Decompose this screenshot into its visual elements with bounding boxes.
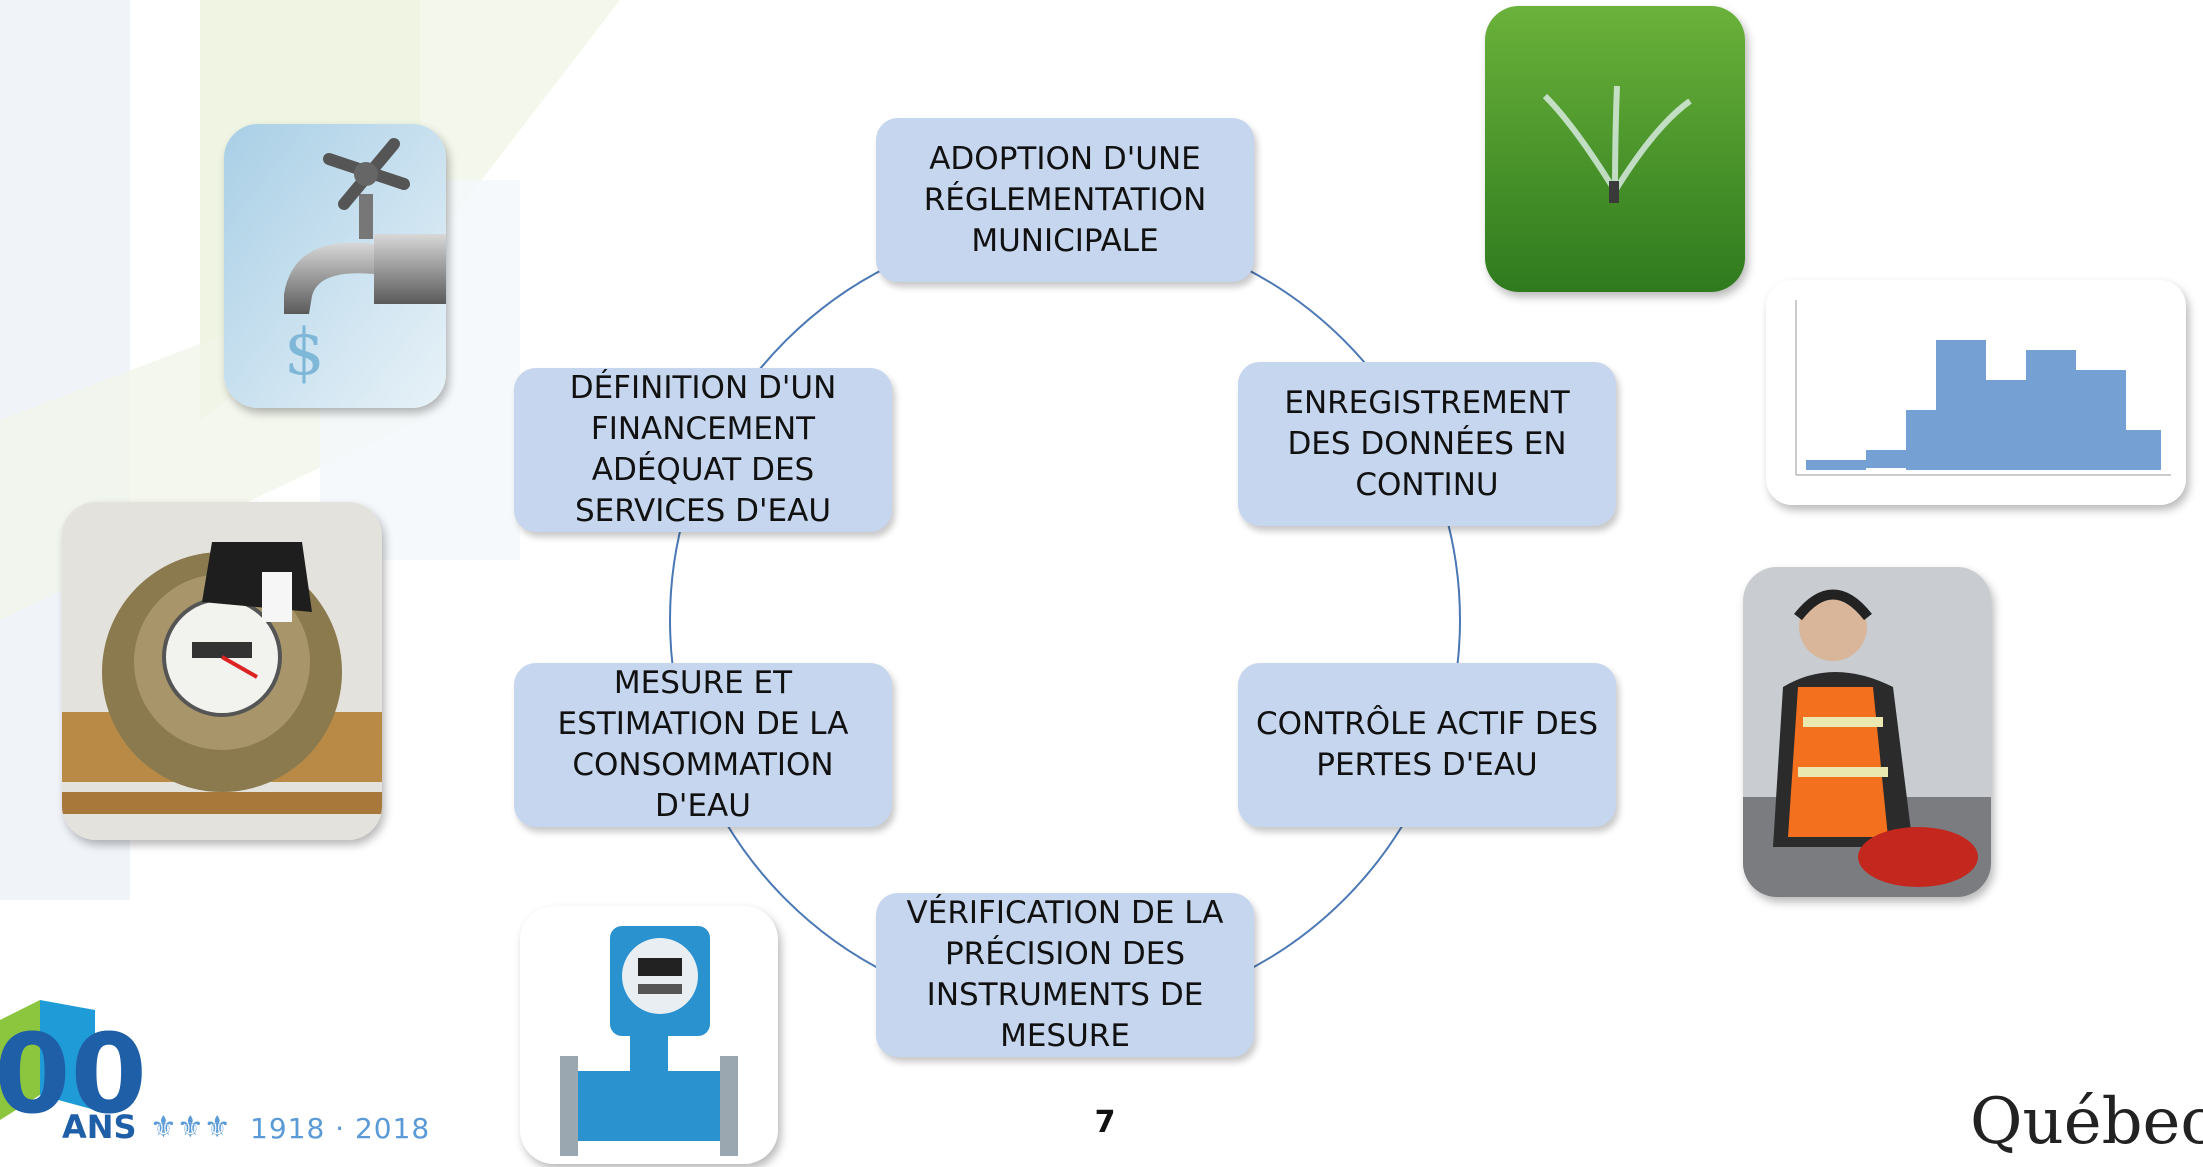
node-mesure-consommation: MESURE ET ESTIMATION DE LA CONSOMMATION … bbox=[514, 663, 892, 827]
faucet-dollar-icon: $ bbox=[224, 124, 446, 408]
node-adoption-reglementation: ADOPTION D'UNE RÉGLEMENTATION MUNICIPALE bbox=[876, 118, 1254, 282]
page-number: 7 bbox=[1094, 1105, 1116, 1140]
anniversary-logo-icon: 00 bbox=[0, 1000, 147, 1138]
quebec-government-logo: Québec bbox=[1970, 1085, 2203, 1159]
electromagnetic-flowmeter-icon bbox=[520, 906, 778, 1164]
fleur-de-lis-icon: ⚜⚜⚜ bbox=[150, 1110, 231, 1145]
node-controle-pertes: CONTRÔLE ACTIF DES PERTES D'EAU bbox=[1238, 663, 1616, 827]
svg-text:00: 00 bbox=[0, 1010, 147, 1138]
node-definition-financement: DÉFINITION D'UN FINANCEMENT ADÉQUAT DES … bbox=[514, 368, 892, 532]
anniversary-years-label: ANS bbox=[62, 1108, 137, 1146]
node-enregistrement-donnees: ENREGISTREMENT DES DONNÉES EN CONTINU bbox=[1238, 362, 1616, 526]
scatter-chart-icon bbox=[1766, 280, 2186, 505]
anniversary-dates-label: 1918 · 2018 bbox=[250, 1112, 431, 1145]
node-verification-instruments: VÉRIFICATION DE LA PRÉCISION DES INSTRUM… bbox=[876, 893, 1254, 1057]
svg-text:$: $ bbox=[284, 316, 325, 390]
lawn-sprinkler-icon bbox=[1485, 6, 1745, 292]
leak-detection-worker-icon bbox=[1743, 567, 1991, 897]
water-meter-icon bbox=[62, 502, 382, 840]
